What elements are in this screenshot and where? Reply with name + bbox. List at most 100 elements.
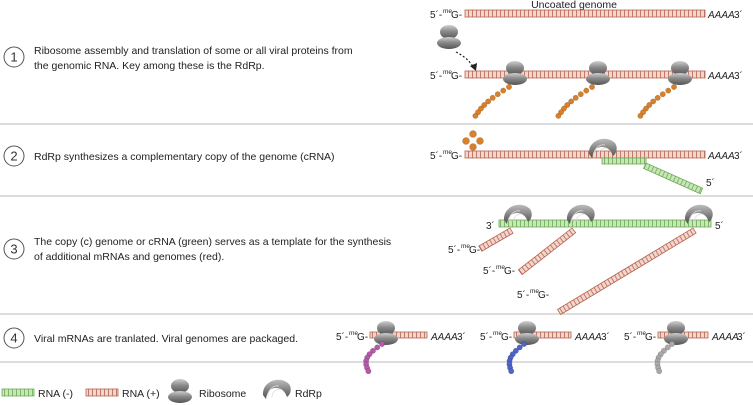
panel-4-illustration: 5´- me G- AAAA 3´ 5´- me G- AAAA 3´ 5´- … xyxy=(336,321,746,375)
protein-bead xyxy=(643,105,649,112)
rna-plus-nascent xyxy=(478,227,514,252)
step-number: 1 xyxy=(10,50,17,65)
three-prime-label: 3´ xyxy=(734,9,743,21)
protein-bead xyxy=(506,84,512,90)
viral-mrna xyxy=(369,331,428,339)
cap-label: me xyxy=(461,243,470,250)
genome-title: Uncoated genome xyxy=(531,0,617,11)
protein-bead xyxy=(478,105,484,112)
five-prime-label: 5´- xyxy=(430,150,442,162)
protein-bead xyxy=(494,91,501,98)
cap-label: me xyxy=(349,330,358,337)
ribosome-icon xyxy=(168,379,192,403)
step-number-circle xyxy=(3,46,25,68)
protein-bead xyxy=(500,87,507,94)
five-prime-label: 5´- xyxy=(517,289,529,301)
poly-a-label: AAAA xyxy=(707,151,735,162)
legend-item-rdrp: RdRp xyxy=(262,379,322,400)
panel-3-illustration: 3´ 5´ 5´- me G- 5´- me G- 5´- me G- xyxy=(448,204,724,316)
three-prime-label: 3´ xyxy=(457,331,466,343)
step-description-line: Ribosome assembly and translation of som… xyxy=(34,45,353,57)
ribosome-icon xyxy=(437,25,461,49)
three-prime-end-label: 3´ xyxy=(486,220,495,232)
cap-g-label: G- xyxy=(469,245,480,256)
cap-label: me xyxy=(443,69,452,76)
protein-bead xyxy=(561,105,567,112)
cap-label: me xyxy=(443,8,452,15)
cap-label: me xyxy=(530,288,539,295)
step-description-line: the genomic RNA. Key among these is the … xyxy=(34,60,265,72)
step-3: 3 The copy (c) genome or cRNA (green) se… xyxy=(3,236,391,263)
cap-g-label: G- xyxy=(538,290,549,301)
protein-bead xyxy=(521,341,527,347)
protein-bead xyxy=(589,84,595,90)
rna-minus-tail xyxy=(643,162,704,195)
three-prime-label: 3´ xyxy=(734,150,743,162)
rna-plus-nascent xyxy=(557,227,697,316)
protein-bead xyxy=(637,112,644,119)
protein-bead xyxy=(369,347,376,354)
cap-g-label: G- xyxy=(451,71,462,82)
cap-label: me xyxy=(496,264,505,271)
arrowhead-icon xyxy=(470,63,477,71)
protein-bead xyxy=(555,112,562,119)
five-prime-label: 5´- xyxy=(430,9,442,21)
protein-bead xyxy=(665,87,672,94)
cap-g-label: G- xyxy=(504,266,515,277)
protein-bead xyxy=(512,347,519,354)
poly-a-label: AAAA xyxy=(707,71,735,82)
step-description-line: of additional mRNAs and genomes (red). xyxy=(34,251,224,263)
cap-label: me xyxy=(493,330,502,337)
three-prime-label: 3´ xyxy=(601,331,610,343)
protein-bead xyxy=(664,344,671,351)
five-prime-label: 5´- xyxy=(624,331,636,343)
cap-g-label: G- xyxy=(645,332,656,343)
poly-a-label: AAAA xyxy=(430,332,458,343)
protein-bead xyxy=(485,98,492,105)
protein-bead xyxy=(379,341,385,347)
viral-mrna xyxy=(513,331,572,339)
protein-bead xyxy=(462,137,470,145)
legend-label: RNA (-) xyxy=(38,388,73,400)
step-description-line: The copy (c) genome or cRNA (green) serv… xyxy=(34,236,391,248)
five-prime-label: 5´- xyxy=(448,244,460,256)
cap-g-label: G- xyxy=(501,332,512,343)
step-number-circle xyxy=(3,145,25,167)
protein-bead xyxy=(472,112,479,119)
protein-bead xyxy=(516,344,523,351)
protein-bead xyxy=(654,94,661,101)
protein-bead xyxy=(656,368,663,375)
protein-chains xyxy=(363,341,675,375)
legend-item-ribosome: Ribosome xyxy=(168,379,246,403)
legend: RNA (-) RNA (+) Ribosome RdRp xyxy=(1,379,322,403)
protein-bead xyxy=(476,137,484,145)
cap-g-label: G- xyxy=(451,151,462,162)
protein-bead xyxy=(489,94,496,101)
step-number: 4 xyxy=(10,331,17,346)
step-1: 1 Ribosome assembly and translation of s… xyxy=(3,45,353,72)
protein-bead xyxy=(374,344,381,351)
rna-plus-strand xyxy=(464,70,706,79)
protein-bead xyxy=(577,91,584,98)
step-number: 3 xyxy=(10,242,17,257)
legend-label: RdRp xyxy=(295,388,322,400)
cap-g-label: G- xyxy=(357,332,368,343)
five-prime-label: 5´- xyxy=(483,265,495,277)
protein-bead xyxy=(572,94,579,101)
cap-label: me xyxy=(637,330,646,337)
protein-bead xyxy=(508,368,515,375)
rna-plus-strand xyxy=(464,150,706,159)
step-2: 2 RdRp synthesizes a complementary copy … xyxy=(3,145,335,167)
rna-minus-nascent xyxy=(601,157,647,165)
five-prime-end-label: 5´ xyxy=(715,220,724,232)
protein-bead xyxy=(564,102,571,108)
protein-bead xyxy=(568,98,575,105)
protein-chains-orange xyxy=(472,84,677,119)
section-dividers xyxy=(0,123,753,363)
protein-bead xyxy=(469,130,477,138)
protein-bead xyxy=(650,98,657,105)
protein-bead xyxy=(671,84,677,90)
poly-a-label: AAAA xyxy=(711,332,739,343)
protein-bead xyxy=(583,87,590,94)
